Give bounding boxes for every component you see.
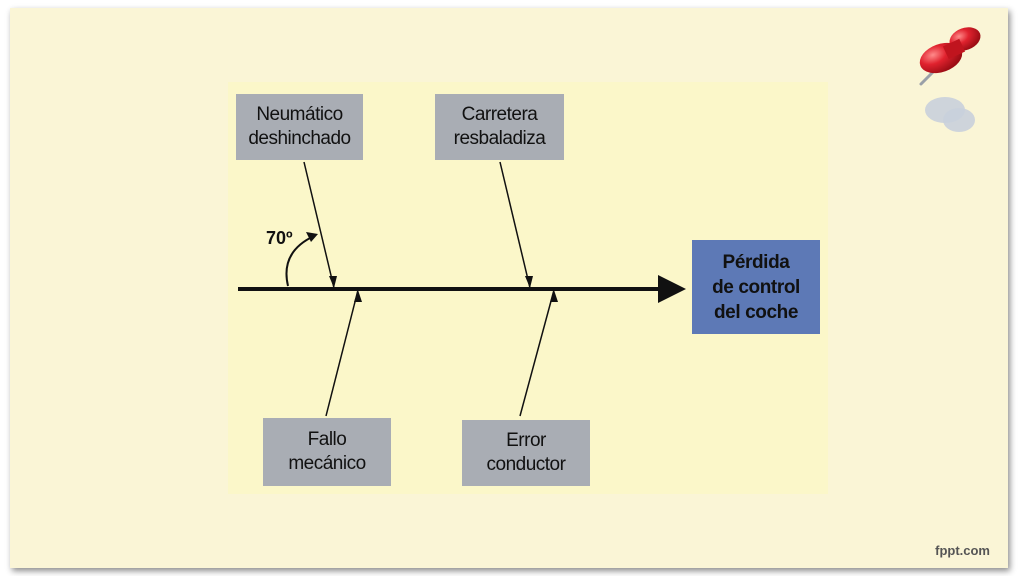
cause-box-mechanical: Fallo mecánico bbox=[263, 418, 391, 486]
spine-arrowhead bbox=[658, 275, 686, 303]
bone-top-left bbox=[303, 161, 335, 289]
bone-bottom-left bbox=[325, 289, 359, 417]
cause-box-road: Carretera resbaladiza bbox=[435, 94, 564, 160]
angle-arc bbox=[285, 235, 315, 287]
fishbone-diagram: Neumático deshinchado Carretera resbalad… bbox=[228, 82, 828, 494]
diagram-lines bbox=[238, 161, 686, 417]
cause-label: Fallo mecánico bbox=[288, 429, 366, 474]
cause-label: Neumático deshinchado bbox=[248, 104, 351, 149]
watermark: fppt.com bbox=[935, 543, 990, 558]
bone-bottom-right bbox=[519, 289, 555, 417]
cause-label: Carretera resbaladiza bbox=[453, 104, 546, 149]
cause-box-tyre: Neumático deshinchado bbox=[236, 94, 363, 160]
effect-box: Pérdida de control del coche bbox=[692, 240, 820, 334]
bone-top-right bbox=[499, 161, 531, 289]
angle-label: 70º bbox=[266, 228, 293, 248]
effect-label: Pérdida de control del coche bbox=[712, 251, 800, 323]
cause-label: Error conductor bbox=[486, 430, 566, 475]
cause-box-driver: Error conductor bbox=[462, 420, 590, 486]
pushpin-icon bbox=[919, 27, 981, 132]
